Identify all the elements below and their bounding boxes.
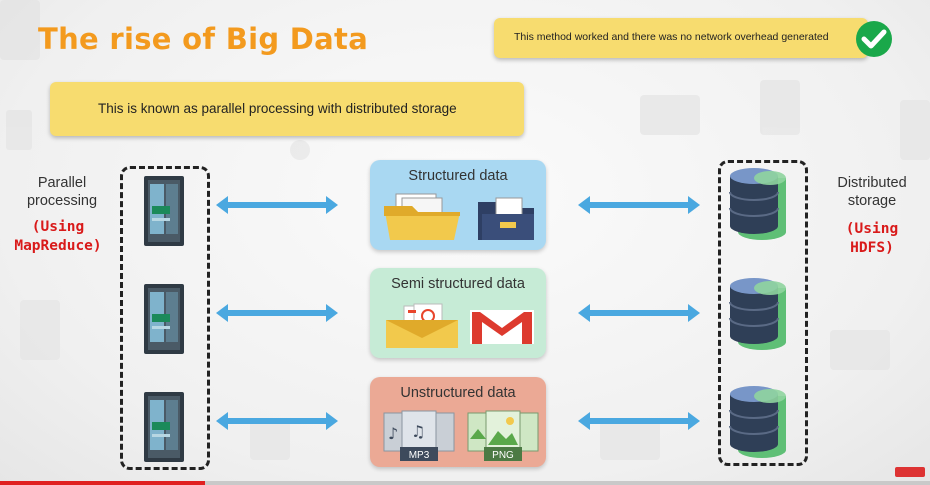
database-icon bbox=[729, 168, 786, 240]
server-icon bbox=[144, 392, 184, 462]
distributed-storage-line1: Distributed bbox=[837, 175, 907, 191]
structured-data-title: Structured data bbox=[408, 168, 508, 184]
svg-text:♪: ♪ bbox=[388, 424, 398, 443]
database-icon bbox=[729, 278, 786, 350]
info-banner: This is known as parallel processing wit… bbox=[50, 82, 524, 136]
mp3-label: MP3 bbox=[409, 450, 430, 461]
double-arrow-icon bbox=[578, 412, 700, 430]
server-group bbox=[120, 166, 210, 470]
result-note: This method worked and there was no netw… bbox=[494, 18, 868, 58]
hdfs-annotation: (Using HDFS) bbox=[834, 220, 910, 258]
result-note-text: This method worked and there was no netw… bbox=[514, 31, 829, 43]
mapreduce-annotation-line1: (Using bbox=[31, 219, 85, 235]
distributed-storage-line2: storage bbox=[847, 193, 897, 209]
check-circle-icon bbox=[856, 21, 892, 57]
subscribe-badge[interactable] bbox=[895, 467, 925, 477]
database-icon bbox=[729, 386, 786, 458]
double-arrow-icon bbox=[578, 196, 700, 214]
png-label: PNG bbox=[492, 450, 514, 461]
structured-data-card: Structured data bbox=[370, 160, 546, 250]
distributed-storage-label: Distributed storage bbox=[826, 174, 918, 210]
server-icon bbox=[144, 176, 184, 246]
file-cabinet-icon bbox=[478, 197, 534, 240]
semi-structured-data-title: Semi structured data bbox=[391, 276, 525, 292]
unstructured-data-card: Unstructured data ♪ ♫ MP3 PNG bbox=[370, 377, 546, 467]
server-icon bbox=[144, 284, 184, 354]
mapreduce-annotation: (Using MapReduce) bbox=[6, 218, 110, 256]
video-progress-fill bbox=[0, 481, 205, 485]
double-arrow-icon bbox=[216, 412, 338, 430]
gmail-icon bbox=[470, 310, 534, 344]
page-title: The rise of Big Data bbox=[38, 22, 369, 56]
mp3-file-icon: ♪ ♫ MP3 bbox=[383, 410, 455, 461]
png-file-icon: PNG bbox=[467, 410, 539, 461]
semi-structured-data-card: Semi structured data bbox=[370, 268, 546, 358]
folder-icon bbox=[384, 193, 460, 240]
unstructured-data-title: Unstructured data bbox=[400, 385, 516, 401]
double-arrow-icon bbox=[216, 196, 338, 214]
parallel-processing-line1: Parallel bbox=[37, 175, 87, 191]
svg-text:♫: ♫ bbox=[411, 422, 425, 441]
info-banner-text: This is known as parallel processing wit… bbox=[98, 101, 457, 116]
hdfs-annotation-line2: HDFS) bbox=[850, 240, 894, 256]
double-arrow-icon bbox=[578, 304, 700, 322]
parallel-processing-label: Parallel processing bbox=[24, 174, 100, 210]
mapreduce-annotation-line2: MapReduce) bbox=[14, 238, 102, 254]
email-icon bbox=[386, 303, 458, 348]
double-arrow-icon bbox=[216, 304, 338, 322]
video-progress-bar[interactable] bbox=[0, 481, 930, 485]
hdfs-annotation-line1: (Using bbox=[845, 221, 899, 237]
database-group bbox=[718, 160, 808, 466]
parallel-processing-line2: processing bbox=[26, 193, 98, 209]
